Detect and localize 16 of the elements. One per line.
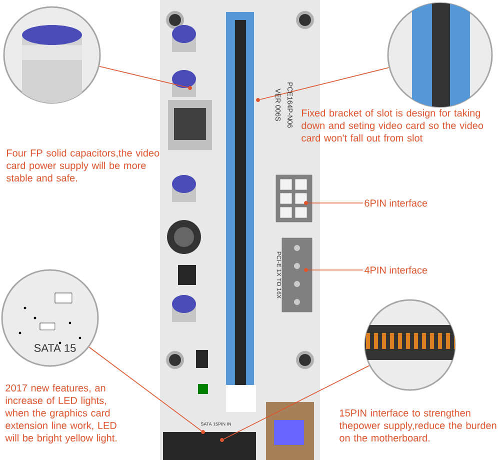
magnified-inset <box>1 269 99 367</box>
magnified-inset <box>3 6 101 104</box>
leader-line <box>308 202 364 204</box>
annotation-text: Fixed bracket of slot is design for taking down and seting video card so the video card won't fall out from slot <box>302 109 484 142</box>
annotation-text: 2017 new features, an increase of LED lights, when the graphics card extension line work, LED will be bright yellow light. <box>5 384 117 444</box>
leader-line <box>88 346 202 432</box>
annotation-text: 4PIN interface <box>364 266 428 274</box>
leader-line <box>224 365 370 440</box>
leader-line <box>260 67 390 100</box>
annotation-text: 6PIN interface <box>364 199 428 207</box>
annotation-text: 15PIN interface to strengthen thepower supply,reduce the burden on the motherboard. <box>339 409 496 442</box>
magnified-inset <box>364 299 456 391</box>
magnified-inset <box>387 2 493 108</box>
silkscreen-text: SATA 15 <box>34 344 76 352</box>
annotation-text: Four FP solid capacitors,the video card power supply will be more stable and safe. <box>6 149 160 182</box>
leader-line <box>99 66 188 88</box>
